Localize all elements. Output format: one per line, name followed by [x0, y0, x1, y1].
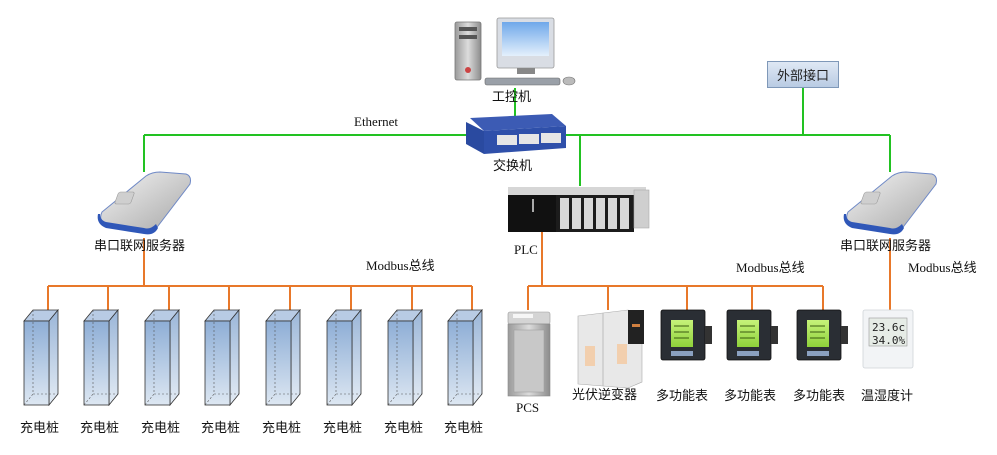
multifunction-meter-icon	[660, 309, 712, 361]
pile-label: 充电桩	[444, 420, 483, 436]
multifunction-meters	[660, 309, 848, 361]
charging-pile-icon	[144, 308, 180, 407]
pile-label: 充电桩	[201, 420, 240, 436]
pile-label: 充电桩	[141, 420, 180, 436]
meter-label-1: 多功能表	[656, 388, 708, 404]
external-interface-label: 外部接口	[776, 69, 829, 84]
humidity-reading: 34.0%	[872, 334, 905, 347]
modbus-device-drops	[527, 286, 824, 310]
plc-label: PLC	[514, 242, 538, 257]
pcs-label: PCS	[516, 400, 539, 415]
multifunction-meter-icon	[796, 309, 848, 361]
charging-pile-icon	[326, 308, 362, 407]
charging-pile-icon	[23, 308, 59, 407]
pile-label: 充电桩	[20, 420, 59, 436]
external-interface-box: 外部接口	[767, 61, 839, 88]
pv-inverter-icon	[577, 309, 644, 389]
inverter-label: 光伏逆变器	[572, 387, 637, 403]
thermo-hygrometer-icon: 23.6c 34.0%	[862, 309, 914, 369]
pile-label: 充电桩	[262, 420, 301, 436]
industrial-pc-icon	[454, 17, 576, 86]
charging-pile-icon	[204, 308, 240, 407]
pile-labels: 充电桩 充电桩 充电桩 充电桩 充电桩 充电桩 充电桩 充电桩	[20, 420, 483, 436]
meter-label-3: 多功能表	[793, 388, 845, 404]
modbus-links	[48, 232, 891, 310]
charging-pile-icon	[387, 308, 423, 407]
pile-label: 充电桩	[80, 420, 119, 436]
meter-label-2: 多功能表	[724, 388, 776, 404]
thermo-label: 温湿度计	[861, 388, 913, 404]
serial-server-right-icon	[843, 171, 937, 235]
switch-label: 交换机	[493, 158, 532, 174]
temperature-reading: 23.6c	[872, 321, 905, 334]
plc-icon	[508, 187, 650, 232]
pile-label: 充电桩	[384, 420, 423, 436]
pile-label: 充电桩	[323, 420, 362, 436]
ipc-label: 工控机	[492, 90, 531, 105]
serial-server-left-icon	[97, 171, 191, 235]
left-server-label: 串口联网服务器	[94, 238, 185, 254]
pcs-icon	[507, 311, 551, 397]
right-server-label: 串口联网服务器	[840, 238, 931, 254]
ethernet-label: Ethernet	[354, 114, 398, 129]
charging-pile-icon	[447, 308, 483, 407]
modbus-left-label: Modbus总线	[366, 258, 435, 273]
modbus-pile-drops	[47, 286, 473, 310]
charging-piles	[23, 308, 483, 407]
switch-icon	[466, 114, 566, 154]
modbus-plc-label: Modbus总线	[736, 260, 805, 275]
charging-pile-icon	[265, 308, 301, 407]
modbus-right-label: Modbus总线	[908, 260, 977, 275]
multifunction-meter-icon	[726, 309, 778, 361]
charging-pile-icon	[83, 308, 119, 407]
